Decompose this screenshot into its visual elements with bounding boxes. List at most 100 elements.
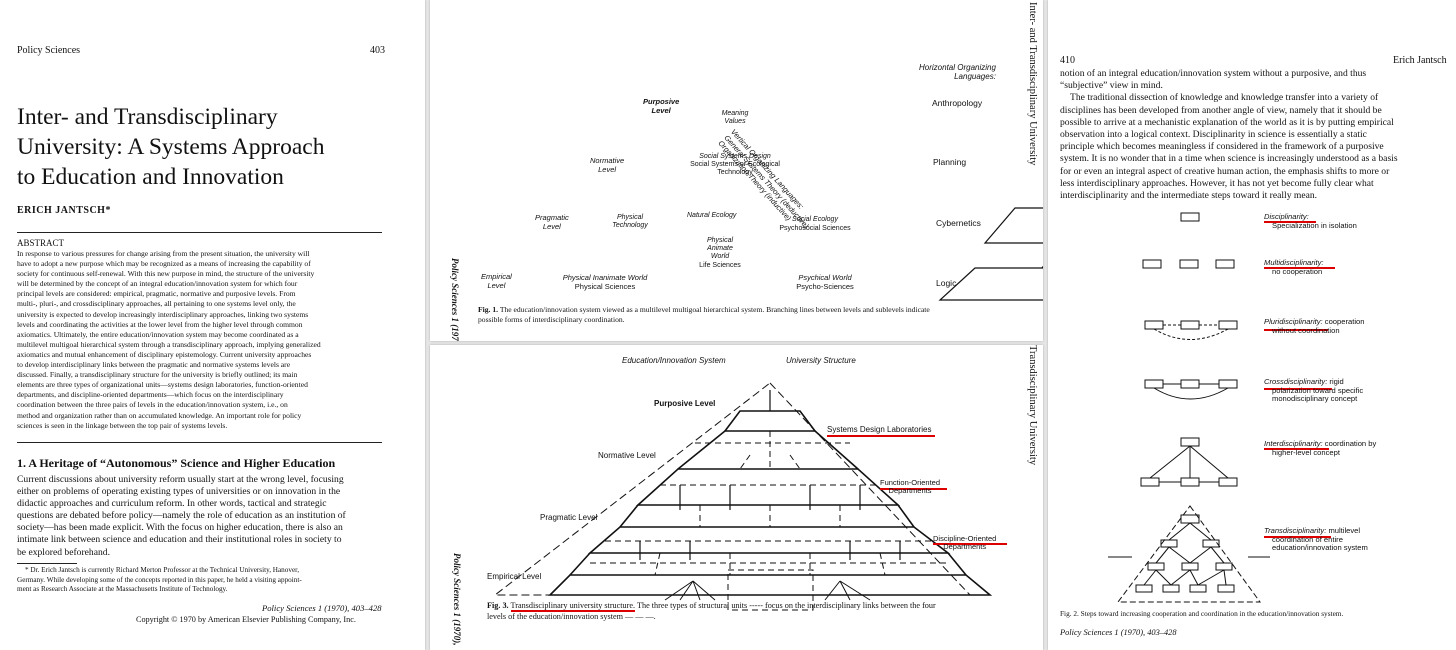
- language-logic: Logic: [936, 278, 957, 288]
- caption-line: Languages:: [954, 72, 996, 81]
- paper-title: Inter- and Transdisciplinary University:…: [17, 102, 324, 192]
- page-403: Policy Sciences 403 Inter- and Transdisc…: [0, 0, 425, 650]
- heading-education-innovation-system: Education/Innovation System: [622, 356, 726, 365]
- running-header-vertical: Transdisciplinary University: [1027, 345, 1038, 466]
- step-line: Transdisciplinarity: multilevel: [1264, 526, 1368, 536]
- step-description: monodisciplinary concept: [1272, 394, 1358, 404]
- text-line: ment as Research Associate at the Massac…: [17, 585, 228, 594]
- caption-line: Level: [651, 105, 671, 115]
- side-journal-label: Policy Sciences 1 (1970),: [452, 553, 462, 646]
- caption-line: possible forms of interdisciplinary coor…: [478, 315, 625, 324]
- level-links: [569, 430, 967, 576]
- caption-line: Values: [724, 118, 746, 125]
- caption-line: Pragmatic: [535, 213, 569, 222]
- step6-dashed-triangle: [1117, 505, 1261, 603]
- level-normative-label: Normative Level: [590, 156, 624, 174]
- step5-top-box: [1180, 437, 1200, 447]
- step-line: Pluridisciplinarity: cooperation: [1264, 317, 1364, 327]
- text-line: levels and coordinating the activities a…: [17, 319, 303, 329]
- author-name: ERICH JANTSCH*: [17, 205, 111, 216]
- footnote-rule: [17, 563, 77, 564]
- caption-line: levels of the education/innovation syste…: [487, 612, 656, 621]
- step-description: Specialization in isolation: [1272, 220, 1357, 230]
- horizontal-languages-title: Horizontal Organizing Languages:: [919, 63, 996, 81]
- text-line: principal levels are considered: empiric…: [17, 289, 296, 299]
- unit-discipline-oriented: Discipline-Oriented Departments: [933, 535, 996, 551]
- caption-text: The education/innovation system viewed a…: [499, 305, 930, 314]
- step-line: Crossdisciplinarity: rigid: [1264, 377, 1363, 387]
- text-line: interdisciplinarity and the intermediate…: [1060, 190, 1318, 202]
- step-line: Disciplinarity:: [1264, 212, 1357, 222]
- step-term: Interdisciplinarity:: [1264, 439, 1323, 448]
- page-410: 410 Erich Jantsch notion of an integral …: [1048, 0, 1456, 650]
- step-description: higher-level concept: [1272, 447, 1340, 457]
- abstract-text: In response to various pressures for cha…: [17, 249, 383, 431]
- running-header-journal: Policy Sciences: [17, 45, 81, 56]
- caption-line: Technology: [612, 222, 648, 229]
- caption-line: Level: [487, 280, 506, 290]
- text-line: elements are three types of organization…: [17, 380, 308, 390]
- step5-box: [1140, 477, 1160, 487]
- text-line: questions are debated before policy—name…: [17, 510, 346, 522]
- level-normative-label: Normative Level: [598, 451, 656, 460]
- caption-line: Physical Sciences: [574, 282, 636, 291]
- rule: [17, 442, 382, 443]
- empirical-left-trapezoid: [938, 267, 1043, 301]
- caption-line: Social Ecology: [792, 216, 838, 223]
- title-line: to Education and Innovation: [17, 164, 284, 190]
- copyright: Copyright © 1970 by American Elsevier Pu…: [136, 615, 356, 624]
- step-term: Disciplinarity:: [1264, 212, 1309, 221]
- text-line: In response to various pressures for cha…: [17, 249, 310, 258]
- text-line: will be determined by the concept of an …: [17, 279, 298, 289]
- figure-3-caption: Fig. 3. Transdisciplinary university str…: [487, 600, 936, 622]
- step-term: Transdisciplinarity:: [1264, 526, 1327, 535]
- language-cybernetics: Cybernetics: [936, 218, 981, 228]
- title-line: Inter- and Transdisciplinary: [17, 104, 278, 130]
- text-line: didactic approaches and curriculum refor…: [17, 498, 327, 510]
- text-line: have to adopt a new purpose which may be…: [17, 259, 311, 269]
- abstract-heading: ABSTRACT: [17, 238, 65, 248]
- caption-line: Psychosocial Sciences: [779, 224, 851, 232]
- step2-box: [1142, 259, 1162, 269]
- step3-box: [1218, 320, 1238, 330]
- step5-box: [1180, 477, 1200, 487]
- citation: Policy Sciences 1 (1970), 403–428: [1060, 628, 1177, 637]
- text-line: discussed. Finally, a transdisciplinary …: [17, 370, 298, 380]
- text-line: intimate link between science and educat…: [17, 534, 342, 546]
- text-line: axiomatics and mutual enhancement of dis…: [17, 349, 312, 359]
- normative-level: [635, 468, 901, 506]
- step5-box: [1218, 477, 1238, 487]
- caption-line: Fig. 1. The education/innovation system …: [478, 305, 930, 315]
- step3-box: [1144, 320, 1164, 330]
- box-animate-world: Physical Animate World Life Sciences: [686, 237, 754, 270]
- running-header-page-number: 410: [1060, 55, 1075, 66]
- text-line: principle which becomes meaningless if c…: [1060, 141, 1384, 153]
- box-inanimate-world: Physical Inanimate World Physical Scienc…: [540, 273, 670, 291]
- text-line: coordination between the three pairs of …: [17, 400, 288, 410]
- text-line: * Dr. Erich Jantsch is currently Richard…: [25, 566, 300, 574]
- step-entry: Multidisciplinarity:no cooperation: [1264, 258, 1324, 276]
- caption-line: Level: [542, 221, 561, 231]
- caption-line: Level: [598, 164, 617, 174]
- language-anthropology: Anthropology: [932, 98, 983, 108]
- box-social-systems: Social Systems Design Social Systems or …: [655, 153, 815, 177]
- figure-3-diagram: [493, 382, 1007, 611]
- caption-line: Life Sciences: [699, 261, 741, 269]
- body-text: notion of an integral education/innovati…: [1060, 68, 1442, 202]
- caption-line: Technology: [717, 169, 753, 176]
- text-line: notion of an integral education/innovati…: [1060, 68, 1367, 79]
- figure-2-caption: Fig. 2. Steps toward increasing cooperat…: [1060, 609, 1344, 618]
- section-heading: 1. A Heritage of “Autonomous” Science an…: [17, 456, 336, 470]
- caption-label: Fig. 3.: [487, 601, 509, 610]
- box-meaning-values: Meaning Values: [715, 110, 755, 126]
- text-line: system. It is no wonder that in a time w…: [1060, 153, 1398, 165]
- page-fig3: Transdisciplinary University Policy Scie…: [430, 345, 1043, 650]
- caption-line: Physical: [706, 237, 734, 244]
- purposive-level: [723, 410, 817, 432]
- step-description: coordination by: [1322, 439, 1377, 448]
- figure-1-caption: Fig. 1. The education/innovation system …: [478, 305, 930, 325]
- pragmatic-level: [587, 526, 951, 554]
